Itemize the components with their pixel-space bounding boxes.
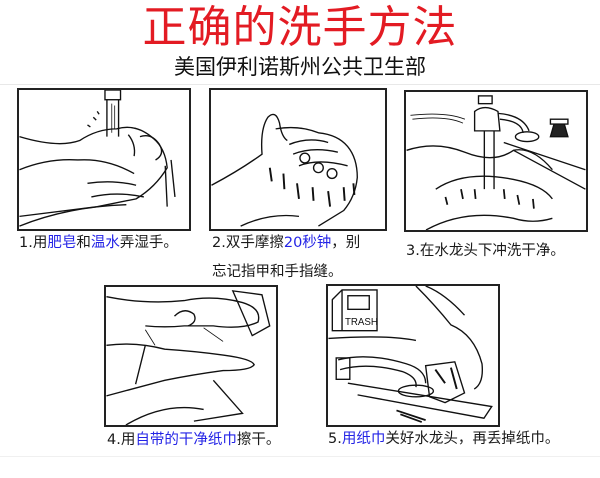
- hands-under-faucet-icon: [19, 90, 176, 227]
- divider: [0, 456, 600, 457]
- step-5-illustration: TRASH: [326, 284, 500, 427]
- rinsing-faucet-icon: [406, 95, 586, 230]
- divider: [0, 84, 600, 85]
- svg-text:TRASH: TRASH: [345, 317, 378, 328]
- step-1-illustration: [17, 88, 191, 231]
- step-2-caption: 2.双手摩擦20秒钟，别: [212, 235, 361, 251]
- step-4-illustration: [104, 285, 278, 427]
- turning-off-faucet-icon: TRASH: [328, 286, 493, 423]
- step-1-caption: 1.用肥皂和温水弄湿手。: [19, 235, 178, 251]
- step-2-illustration: [209, 88, 387, 231]
- step-4-caption: 4.用自带的干净纸巾擦干。: [107, 432, 281, 448]
- step-3-illustration: [404, 90, 588, 232]
- step-2-caption-line2: 忘记指甲和手指缝。: [212, 264, 343, 280]
- trash-can-icon: TRASH: [331, 289, 378, 332]
- drying-hands-towel-icon: [106, 290, 271, 425]
- page-subtitle: 美国伊利诺斯州公共卫生部: [174, 55, 426, 79]
- page-title: 正确的洗手方法: [142, 2, 458, 53]
- step-3-caption: 3.在水龙头下冲洗干净。: [406, 243, 565, 259]
- rubbing-hands-icon: [211, 113, 358, 227]
- step-5-caption: 5.用纸巾关好水龙头，再丢掉纸巾。: [328, 431, 560, 447]
